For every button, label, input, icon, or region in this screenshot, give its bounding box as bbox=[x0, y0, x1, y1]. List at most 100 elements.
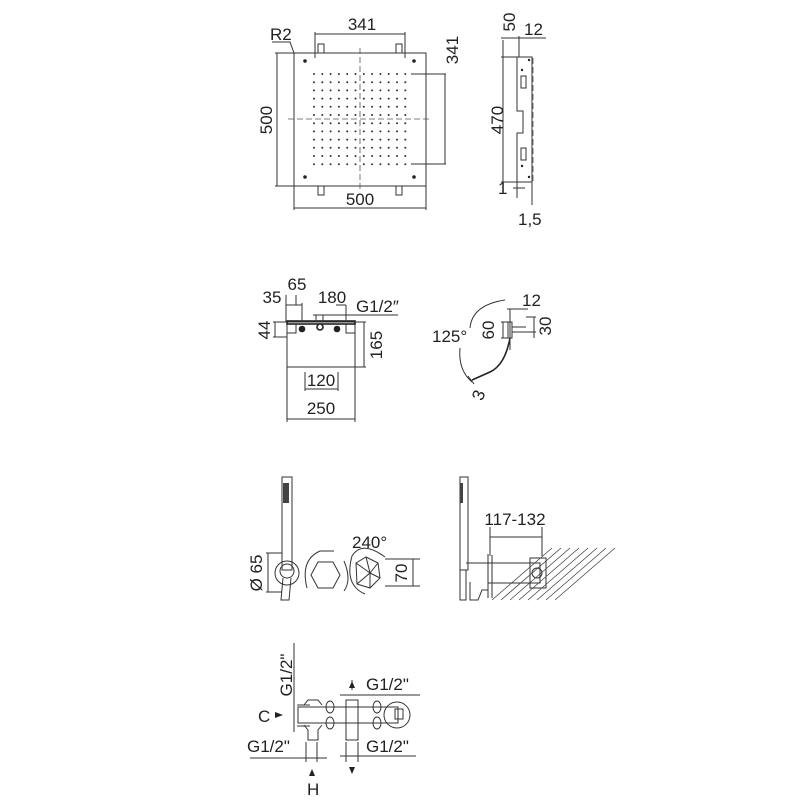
nozzle-dot bbox=[371, 89, 374, 92]
nozzle-dot bbox=[354, 89, 357, 92]
nozzle-dot bbox=[362, 163, 365, 166]
dim-250: 250 bbox=[307, 399, 335, 418]
mounting-tabs bbox=[317, 43, 403, 196]
nozzle-dot bbox=[387, 138, 390, 141]
dim-top-width: 341 bbox=[348, 15, 376, 34]
nozzle-dot bbox=[313, 155, 315, 157]
nozzle-dot bbox=[321, 130, 324, 133]
nozzle-dot bbox=[387, 146, 390, 149]
dim-70: 70 bbox=[392, 564, 411, 583]
nozzle-dot bbox=[321, 146, 324, 149]
nozzle-dot bbox=[313, 81, 315, 84]
connections-view: G1/2" G1/2" C G1/2" G1/2" H bbox=[247, 643, 420, 799]
nozzle-dot bbox=[396, 105, 398, 108]
nozzle-dot bbox=[387, 163, 390, 166]
dim-44: 44 bbox=[255, 321, 274, 340]
nozzle-dot bbox=[396, 163, 398, 166]
nozzle-dot bbox=[337, 155, 340, 157]
hot-label: H bbox=[307, 780, 319, 799]
nozzle-dot bbox=[396, 130, 398, 133]
nozzle-dot bbox=[379, 105, 382, 108]
nozzle-dot bbox=[371, 73, 374, 75]
nozzle-dot bbox=[321, 105, 324, 108]
nozzle-dot bbox=[354, 81, 357, 84]
nozzle-dot bbox=[329, 146, 332, 149]
nozzle-dot bbox=[404, 163, 407, 166]
nozzle-dot bbox=[354, 114, 357, 116]
dim-side-thickness: 12 bbox=[524, 20, 543, 39]
nozzle-dot bbox=[321, 138, 324, 141]
dim-right-height: 341 bbox=[443, 36, 462, 64]
dim-117-132: 117-132 bbox=[484, 510, 545, 529]
nozzle-dot bbox=[354, 122, 357, 125]
nozzle-dot bbox=[404, 155, 407, 157]
nozzle-dot bbox=[354, 138, 357, 141]
nozzle-dot bbox=[387, 97, 390, 100]
nozzle-dot bbox=[404, 146, 407, 149]
nozzle-dot bbox=[313, 114, 315, 116]
dim-arm-60: 60 bbox=[479, 321, 498, 340]
rotation-240: 240° bbox=[352, 533, 387, 552]
nozzle-dot bbox=[313, 122, 315, 125]
hatch-line bbox=[554, 547, 616, 601]
nozzle-dot bbox=[379, 163, 382, 166]
nozzle-dot bbox=[362, 81, 365, 84]
faceted-handle bbox=[355, 556, 381, 589]
nozzle-dot bbox=[354, 73, 357, 75]
nozzle-dot bbox=[354, 155, 357, 157]
dim-180: 180 bbox=[318, 288, 346, 307]
nozzle-dot bbox=[321, 114, 324, 116]
nozzle-dot bbox=[404, 130, 407, 133]
nozzle-dot bbox=[354, 146, 357, 149]
panel-side-view: 470 50 12 1 1,5 bbox=[488, 13, 546, 229]
nozzle-dot bbox=[404, 114, 407, 116]
dim-bottom-offset: 1,5 bbox=[518, 210, 542, 229]
radius-label: R2 bbox=[270, 25, 292, 44]
nozzle-dot bbox=[329, 89, 332, 92]
nozzle-dot bbox=[362, 146, 365, 149]
nozzle-dot bbox=[362, 73, 365, 75]
nozzle-dot bbox=[321, 163, 324, 166]
nozzle-dot bbox=[354, 163, 357, 166]
nozzle-dot bbox=[362, 97, 365, 100]
nozzle-dot bbox=[387, 114, 390, 116]
hatch-line bbox=[536, 547, 598, 601]
nozzle-dot bbox=[379, 146, 382, 149]
nozzle-dot bbox=[337, 163, 340, 166]
nozzle-dot bbox=[321, 73, 324, 75]
dim-120: 120 bbox=[307, 371, 335, 390]
nozzle-dot bbox=[387, 81, 390, 84]
nozzle-dot bbox=[313, 163, 315, 166]
nozzle-dot bbox=[387, 105, 390, 108]
dim-side-height: 470 bbox=[488, 106, 507, 134]
nozzle-dot bbox=[379, 89, 382, 92]
nozzle-dot bbox=[329, 163, 332, 166]
valve-body-view: 65 35 180 G1/2″ 44 165 120 250 bbox=[255, 275, 399, 422]
nozzle-dot bbox=[379, 114, 382, 116]
thread-bottom-right: G1/2" bbox=[366, 737, 409, 756]
nozzle-dot bbox=[404, 122, 407, 125]
nozzle-dot bbox=[337, 81, 340, 84]
nozzle-dot bbox=[362, 130, 365, 133]
nozzle-dot bbox=[313, 97, 315, 100]
dim-height: 500 bbox=[257, 106, 276, 134]
nozzle-dot bbox=[404, 138, 407, 141]
nozzle-dot bbox=[404, 97, 407, 100]
hatch-line bbox=[500, 547, 562, 601]
dim-arm-12: 12 bbox=[522, 291, 541, 310]
nozzle-dot bbox=[379, 138, 382, 141]
nozzle-dot bbox=[371, 105, 374, 108]
nozzle-dot bbox=[329, 155, 332, 157]
dim-bottom-gap: 1 bbox=[498, 179, 507, 198]
dim-diameter-65: Ø 65 bbox=[247, 555, 266, 592]
nozzle-dot bbox=[346, 114, 349, 116]
hand-shower-front-view: Ø 65 240° 70 bbox=[247, 476, 420, 601]
nozzle-dot bbox=[396, 146, 398, 149]
wall-hatching bbox=[491, 547, 616, 601]
thread-top-left: G1/2" bbox=[277, 654, 296, 697]
nozzle-dot bbox=[329, 122, 332, 125]
nozzle-dot bbox=[396, 73, 398, 75]
angle-125: 125° bbox=[432, 327, 467, 346]
dim-arm-3: 3 bbox=[468, 387, 489, 402]
